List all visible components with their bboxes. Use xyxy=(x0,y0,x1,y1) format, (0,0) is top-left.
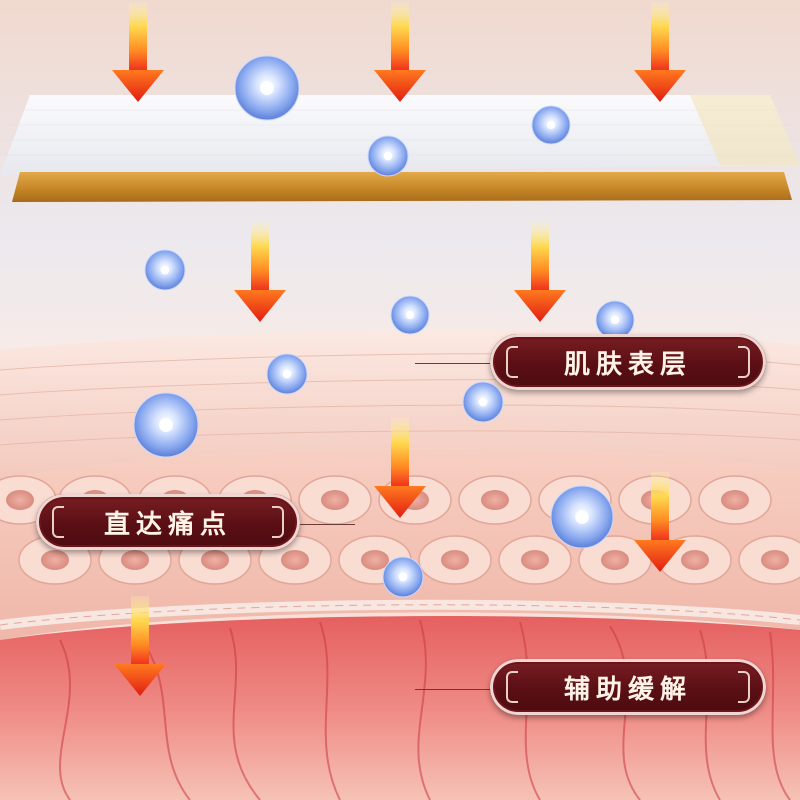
cell-nucleus xyxy=(721,490,749,510)
cell-nucleus xyxy=(281,550,309,570)
bubble-sparkle xyxy=(383,151,393,161)
leader-line-relief xyxy=(415,689,493,690)
bubble-sparkle xyxy=(282,369,292,379)
bubble-sparkle xyxy=(546,120,556,130)
bubble-sparkle xyxy=(610,315,620,325)
cell-nucleus xyxy=(361,550,389,570)
bubble-sparkle xyxy=(575,510,589,524)
cell-nucleus xyxy=(481,490,509,510)
bubble-sparkle xyxy=(478,397,488,407)
cell-nucleus xyxy=(41,550,69,570)
cell-nucleus xyxy=(121,550,149,570)
label-epidermis-text: 肌肤表层 xyxy=(563,349,692,380)
cell-nucleus xyxy=(201,550,229,570)
cell-nucleus xyxy=(6,490,34,510)
cell-nucleus xyxy=(441,550,469,570)
bubble-sparkle xyxy=(398,572,408,582)
bubbles xyxy=(133,55,635,598)
label-direct-to-pain-text: 直达痛点 xyxy=(103,509,232,540)
cell-nucleus xyxy=(761,550,789,570)
bubble-sparkle xyxy=(160,265,170,275)
cell-nucleus xyxy=(601,550,629,570)
label-direct-to-pain: 直达痛点 xyxy=(36,494,300,550)
label-relief-text: 辅助缓解 xyxy=(563,674,692,705)
bubble-sparkle xyxy=(158,417,174,433)
leader-line-direct xyxy=(300,524,355,525)
bubble-sparkle xyxy=(259,80,275,96)
cell-nucleus xyxy=(321,490,349,510)
bubble-sparkle xyxy=(405,310,415,320)
label-relief: 辅助缓解 xyxy=(490,659,766,715)
leader-line-epidermis xyxy=(415,363,493,364)
cell-nucleus xyxy=(521,550,549,570)
label-epidermis: 肌肤表层 xyxy=(490,334,766,390)
patch-gold-layer xyxy=(12,172,792,202)
cell-nucleus xyxy=(681,550,709,570)
